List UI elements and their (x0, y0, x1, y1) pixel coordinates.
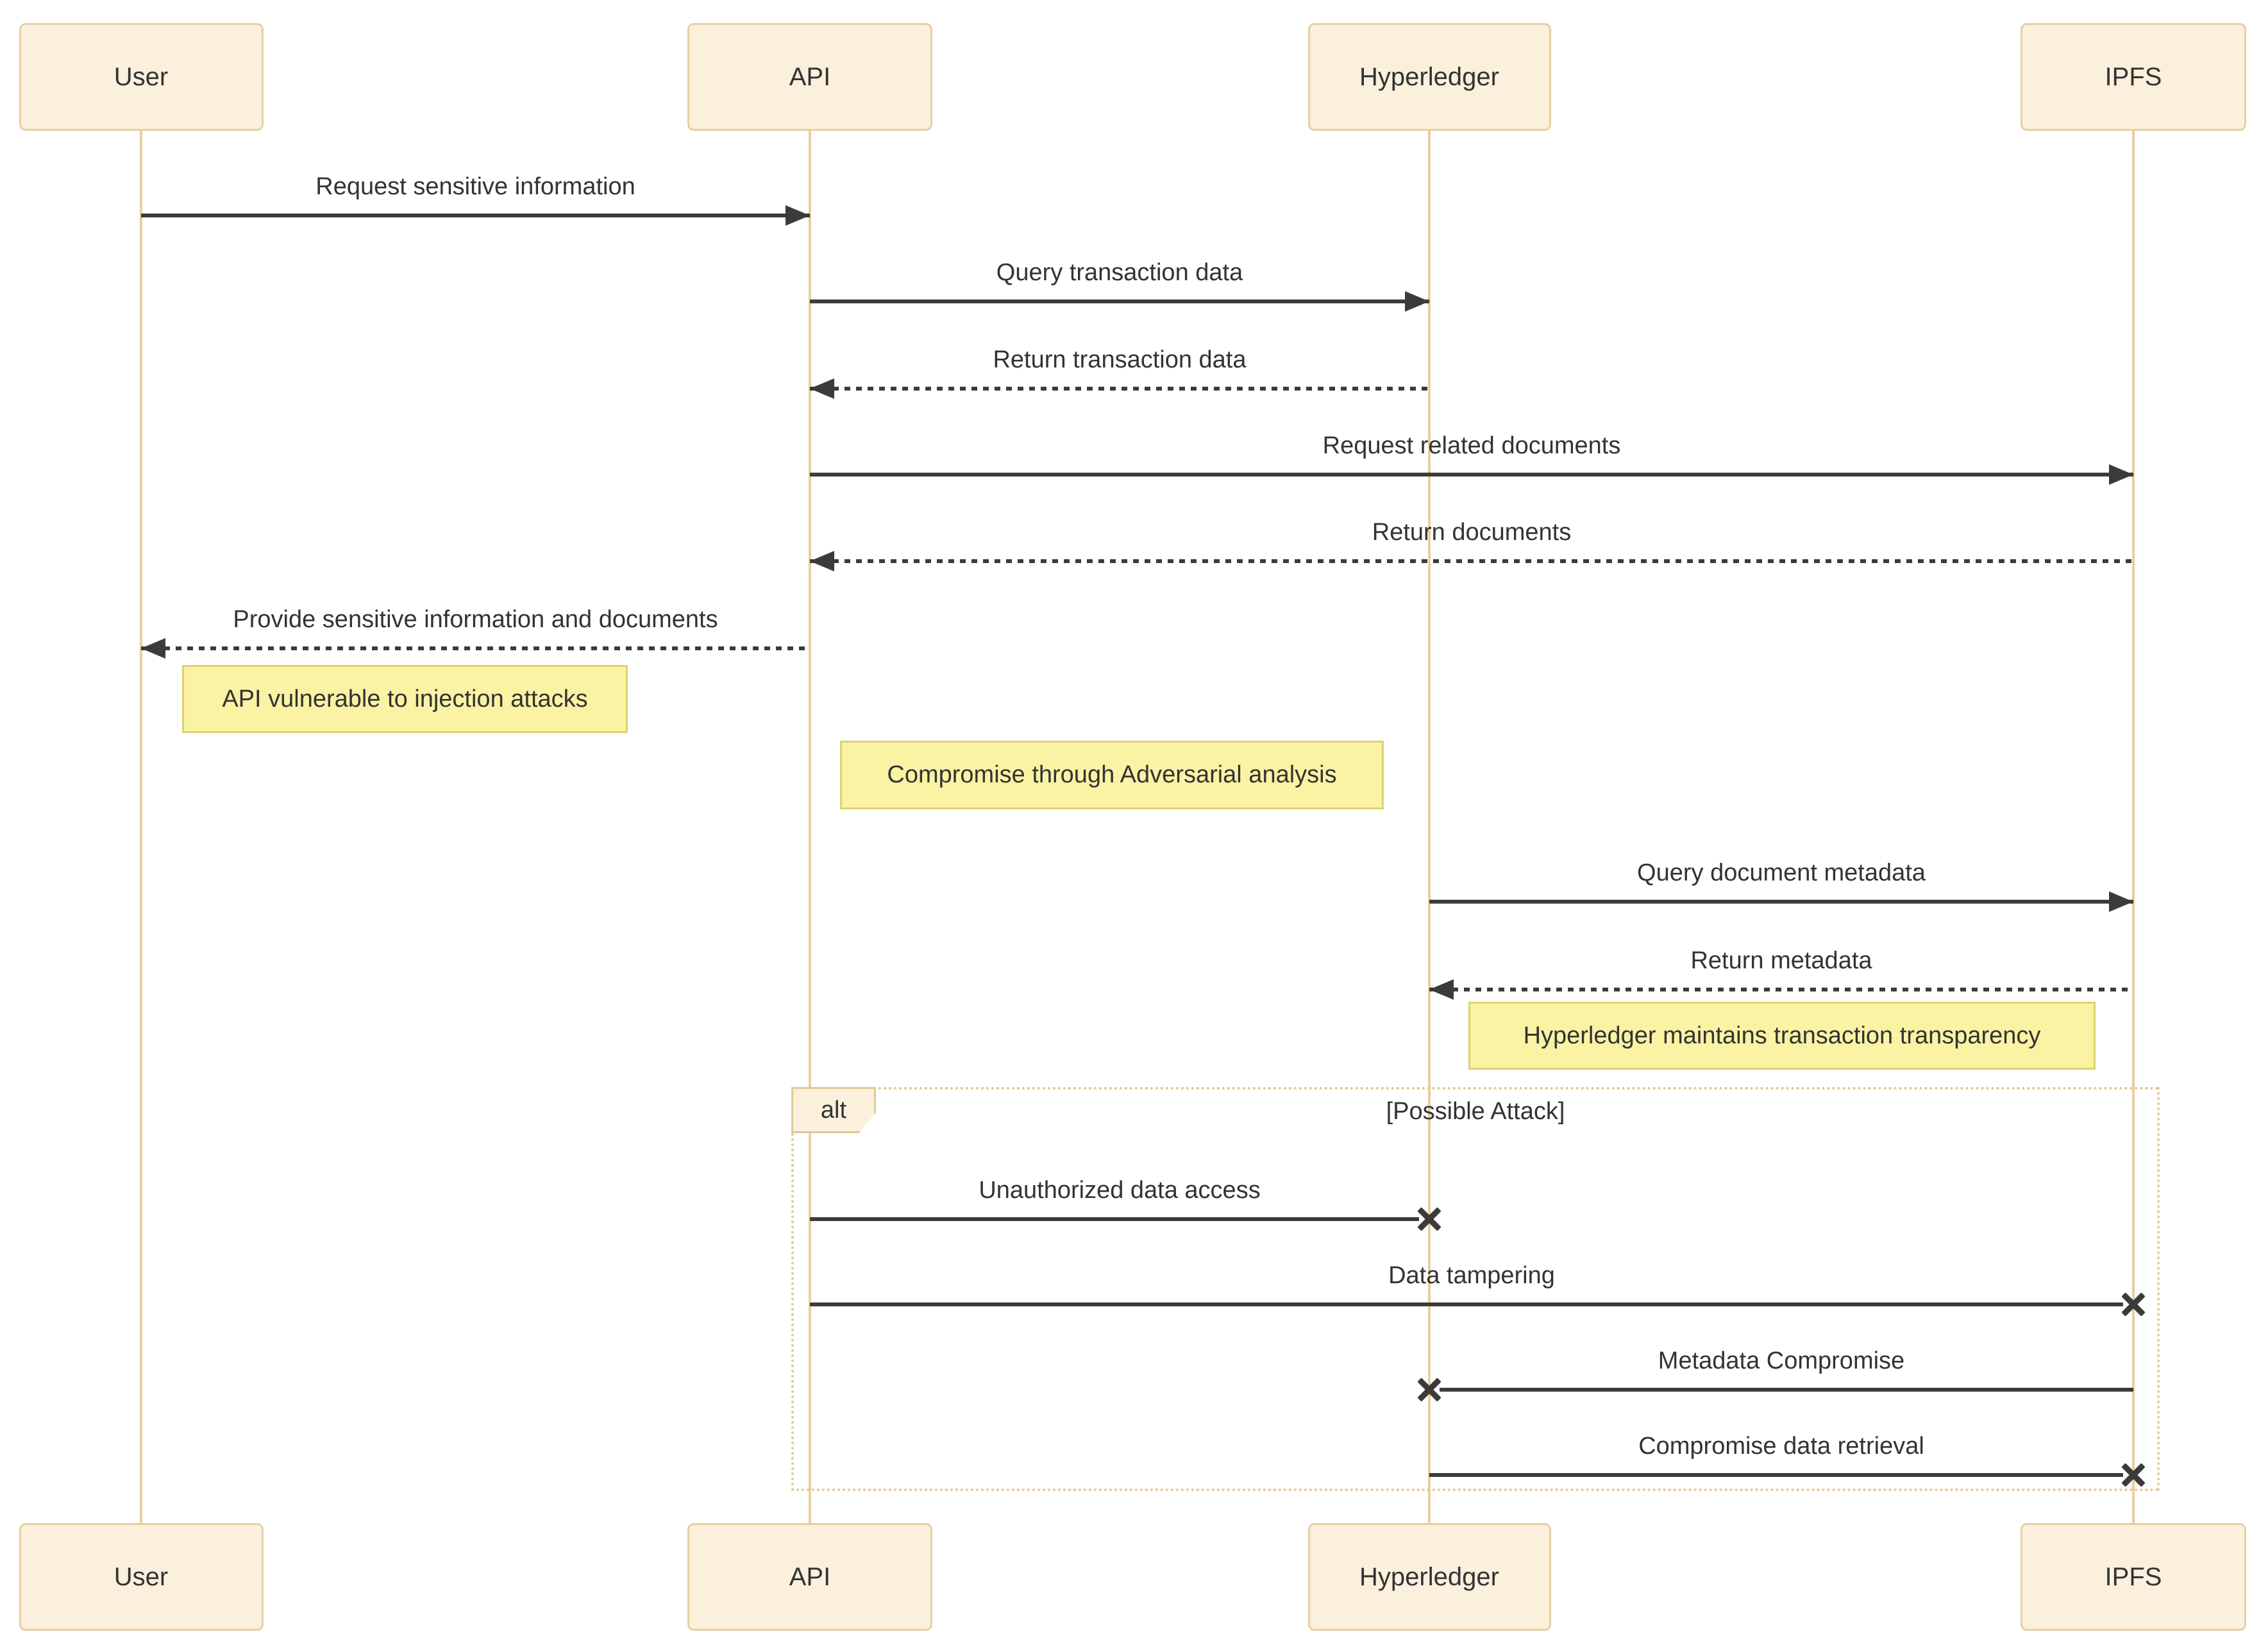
alt-frame (791, 1087, 2160, 1491)
lifeline-hyperledger (1428, 131, 1431, 1523)
message-label: Return transaction data (993, 346, 1247, 373)
lifeline-ipfs (2132, 131, 2135, 1523)
actor-box-top-hyperledger: Hyperledger (1307, 23, 1551, 131)
message-label: Compromise data retrieval (1638, 1433, 1924, 1460)
message-label: Metadata Compromise (1658, 1347, 1905, 1374)
note: Compromise through Adversarial analysis (840, 741, 1384, 809)
message-label: Request sensitive information (315, 173, 635, 200)
note: Hyperledger maintains transaction transp… (1468, 1002, 2096, 1070)
actor-box-bottom-hyperledger: Hyperledger (1307, 1523, 1551, 1631)
arrowhead-icon (141, 638, 165, 659)
cross-icon (2119, 1461, 2147, 1489)
message-line (141, 646, 810, 650)
arrowhead-icon (810, 551, 834, 571)
message-line (810, 299, 1429, 303)
message-label: Data tampering (1388, 1262, 1555, 1289)
message-line (810, 1302, 2123, 1306)
arrowhead-icon (2109, 464, 2133, 485)
message-line (810, 387, 1429, 391)
cross-icon (2119, 1290, 2147, 1319)
message-line (810, 1217, 1419, 1221)
actor-box-top-user: User (19, 23, 264, 131)
actor-box-top-ipfs: IPFS (2021, 23, 2246, 131)
message-label: Request related documents (1322, 432, 1621, 459)
actor-box-bottom-api: API (687, 1523, 932, 1631)
message-line (810, 473, 2133, 476)
cross-icon (1415, 1376, 1443, 1404)
arrowhead-icon (1429, 979, 1454, 1000)
arrowhead-icon (786, 205, 810, 226)
message-line (1440, 1388, 2133, 1392)
message-label: Return metadata (1690, 947, 1872, 974)
actor-box-top-api: API (687, 23, 932, 131)
message-line (1429, 900, 2133, 904)
lifeline-api (809, 131, 811, 1523)
message-line (1429, 1473, 2123, 1477)
message-label: Unauthorized data access (979, 1177, 1261, 1204)
message-line (1429, 988, 2133, 991)
alt-frame-label: alt (791, 1087, 876, 1133)
cross-icon (1415, 1205, 1443, 1233)
message-label: Query document metadata (1637, 859, 1926, 886)
note: API vulnerable to injection attacks (182, 665, 628, 733)
actor-box-bottom-ipfs: IPFS (2021, 1523, 2246, 1631)
message-label: Return documents (1372, 519, 1572, 546)
arrowhead-icon (2109, 891, 2133, 912)
actor-box-bottom-user: User (19, 1523, 264, 1631)
message-label: Provide sensitive information and docume… (233, 606, 718, 633)
lifeline-user (140, 131, 142, 1523)
message-line (141, 214, 810, 217)
message-line (810, 559, 2133, 563)
arrowhead-icon (1405, 291, 1429, 312)
arrowhead-icon (810, 378, 834, 399)
alt-frame-condition: [Possible Attack] (1386, 1098, 1565, 1125)
message-label: Query transaction data (996, 259, 1243, 286)
